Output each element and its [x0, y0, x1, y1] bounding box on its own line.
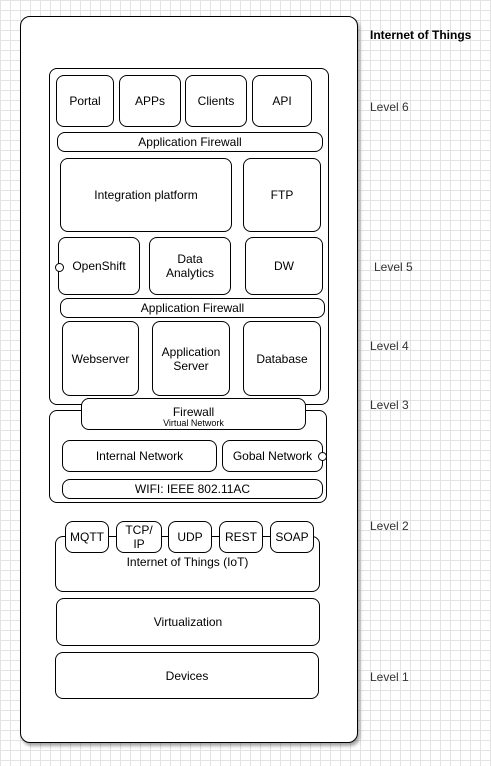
firewall-box: Firewall Virtual Network — [81, 398, 306, 430]
level-5-label: Level 5 — [374, 260, 413, 274]
ftp-box: FTP — [243, 158, 321, 232]
global-network-box: Gobal Network — [222, 440, 323, 472]
application-server-box: Application Server — [152, 321, 230, 396]
level-2-label: Level 2 — [370, 519, 409, 533]
database-box: Database — [243, 321, 321, 396]
api-box: API — [252, 75, 312, 127]
openshift-box: OpenShift — [58, 237, 140, 295]
rest-box: REST — [219, 521, 263, 553]
data-analytics-box: Data Analytics — [149, 237, 231, 295]
level-1-label: Level 1 — [370, 670, 409, 684]
soap-box: SOAP — [270, 521, 314, 553]
wifi-box: WIFI: IEEE 802.11AC — [62, 479, 323, 499]
webserver-box: Webserver — [62, 321, 139, 396]
firewall-label: Firewall — [172, 404, 215, 419]
application-firewall-middle: Application Firewall — [60, 298, 325, 318]
application-firewall-top: Application Firewall — [57, 132, 323, 152]
portal-box: Portal — [56, 75, 114, 127]
dw-box: DW — [245, 237, 323, 295]
global-network-connector-dot — [318, 452, 327, 461]
apps-box: APPs — [119, 75, 181, 127]
openshift-connector-dot — [55, 263, 64, 272]
virtualization-box: Virtualization — [56, 598, 320, 646]
iot-label: Internet of Things (IoT) — [126, 555, 249, 569]
devices-box: Devices — [55, 652, 319, 699]
tcp-ip-box: TCP/ IP — [116, 521, 162, 553]
virtual-network-label: Virtual Network — [163, 417, 224, 428]
clients-box: Clients — [185, 75, 247, 127]
diagram-title: Internet of Things — [370, 28, 472, 42]
integration-platform-box: Integration platform — [60, 158, 232, 232]
level-6-label: Level 6 — [370, 100, 409, 114]
level-4-label: Level 4 — [370, 339, 409, 353]
level-3-label: Level 3 — [370, 398, 409, 412]
udp-box: UDP — [168, 521, 212, 553]
internal-network-box: Internal Network — [62, 440, 217, 472]
mqtt-box: MQTT — [65, 521, 109, 553]
